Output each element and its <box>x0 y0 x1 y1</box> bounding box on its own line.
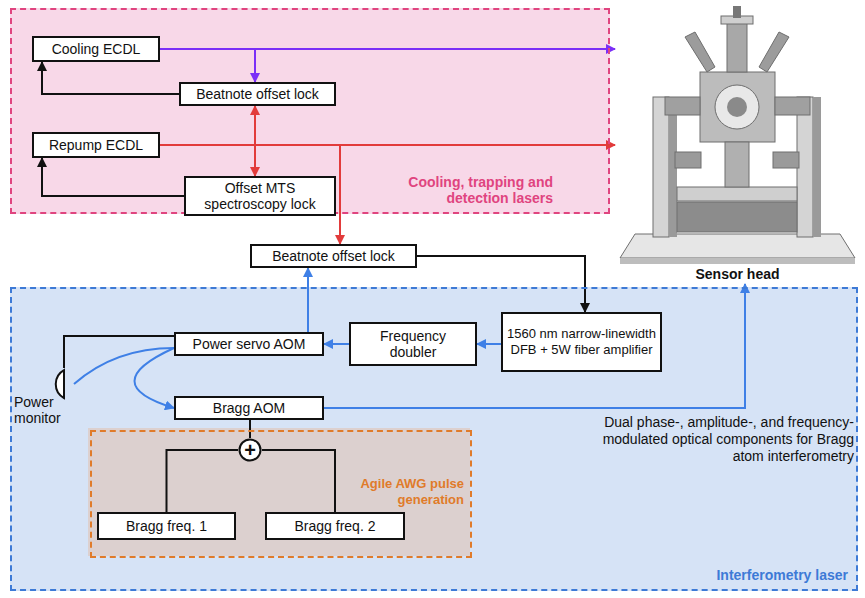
connector <box>160 106 255 145</box>
connector <box>160 49 255 82</box>
monitor-label: Power monitor <box>14 394 76 426</box>
connector <box>477 343 501 345</box>
box-text: Repump ECDL <box>49 137 143 153</box>
connector <box>160 145 255 176</box>
connector <box>167 450 239 512</box>
summing-junction: + <box>238 438 262 462</box>
annotation-text: Dual phase-, amplitude-, and frequency-m… <box>600 414 854 465</box>
process-box: Frequency doubler <box>349 322 477 366</box>
dashed-region: Cooling, trapping and detection lasers Co… <box>10 8 610 214</box>
dashed-region: Agile AWG pulse generationBragg freq. 1 B… <box>90 430 472 558</box>
process-box: Offset MTS spectroscopy lock <box>184 176 336 216</box>
box-text: Bragg AOM <box>213 400 285 416</box>
connector <box>42 62 179 94</box>
connector <box>324 343 349 345</box>
sensor-head-illustration <box>615 2 860 284</box>
connector <box>74 348 174 384</box>
connector <box>249 420 251 438</box>
box-text: Offset MTS spectroscopy lock <box>190 180 330 212</box>
region-fill <box>88 428 470 556</box>
box-text: Power servo AOM <box>193 336 306 352</box>
process-box: Bragg AOM <box>174 396 324 420</box>
sensor-label: Sensor head <box>615 266 860 282</box>
process-box: Cooling ECDL <box>32 36 160 62</box>
region-label: Interferometry laser <box>648 567 848 583</box>
region-label: Agile AWG pulse generation <box>339 476 464 508</box>
sum-symbol: + <box>244 439 256 462</box>
connector <box>417 256 585 312</box>
connector <box>324 284 745 408</box>
process-box: Bragg freq. 1 <box>97 512 236 540</box>
process-box: Bragg freq. 2 <box>265 512 405 540</box>
connector <box>64 336 174 368</box>
connector <box>160 145 340 244</box>
box-text: Bragg freq. 1 <box>126 518 207 534</box>
box-text: Cooling ECDL <box>52 41 141 57</box>
box-text: 1560 nm narrow-linewidth DFB + 5W fiber … <box>507 326 656 358</box>
process-box: Repump ECDL <box>32 132 160 158</box>
process-box: Beatnote offset lock <box>250 244 417 268</box>
sensor-head: Sensor head <box>615 2 860 284</box>
power-monitor: Power monitor <box>12 368 84 426</box>
connector <box>262 450 335 512</box>
region-fill <box>10 287 858 591</box>
box-text: Frequency doubler <box>355 328 471 360</box>
process-box: 1560 nm narrow-linewidth DFB + 5W fiber … <box>501 312 662 372</box>
process-box: Power servo AOM <box>174 332 324 356</box>
box-text: Bragg freq. 2 <box>295 518 376 534</box>
region-label: Cooling, trapping and detection lasers <box>373 174 553 206</box>
box-text: Beatnote offset lock <box>196 86 319 102</box>
connector <box>42 158 184 196</box>
process-box: Beatnote offset lock <box>179 82 336 106</box>
box-text: Beatnote offset lock <box>272 248 395 264</box>
connector <box>135 348 175 408</box>
